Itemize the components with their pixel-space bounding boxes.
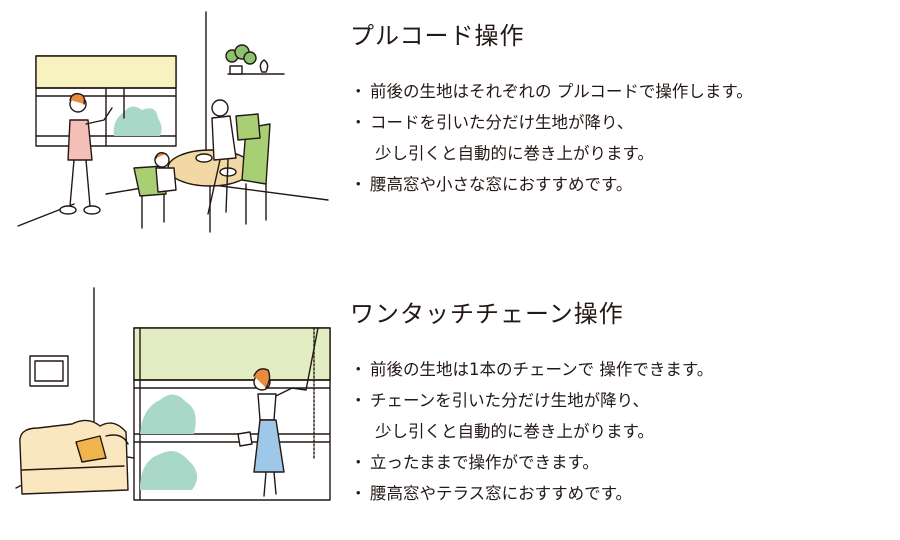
feature-item: 立ったままで操作ができます。: [350, 447, 713, 478]
one-touch-chain-feature-list: 前後の生地は1本のチェーンで 操作できます。 チェーンを引いた分だけ生地が降り、…: [350, 354, 713, 509]
feature-item: 腰高窓や小さな窓におすすめです。: [350, 169, 753, 200]
feature-item: 腰高窓やテラス窓におすすめです。: [350, 478, 713, 509]
pull-cord-title: プルコード操作: [350, 22, 525, 50]
feature-item: 前後の生地は1本のチェーンで 操作できます。: [350, 354, 713, 385]
one-touch-chain-section: ワンタッチチェーン操作 前後の生地は1本のチェーンで 操作できます。 チェーンを…: [0, 270, 900, 540]
feature-item: コードを引いた分だけ生地が降り、少し引くと自動的に巻き上がります。: [350, 107, 753, 169]
one-touch-chain-title: ワンタッチチェーン操作: [350, 300, 624, 328]
feature-item: チェーンを引いた分だけ生地が降り、少し引くと自動的に巻き上がります。: [350, 385, 713, 447]
feature-item: 前後の生地はそれぞれの プルコードで操作します。: [350, 76, 753, 107]
pull-cord-illustration: [17, 11, 329, 233]
pull-cord-section: プルコード操作 前後の生地はそれぞれの プルコードで操作します。 コードを引いた…: [0, 0, 900, 262]
one-touch-chain-illustration: [15, 287, 331, 501]
pull-cord-feature-list: 前後の生地はそれぞれの プルコードで操作します。 コードを引いた分だけ生地が降り…: [350, 76, 753, 200]
